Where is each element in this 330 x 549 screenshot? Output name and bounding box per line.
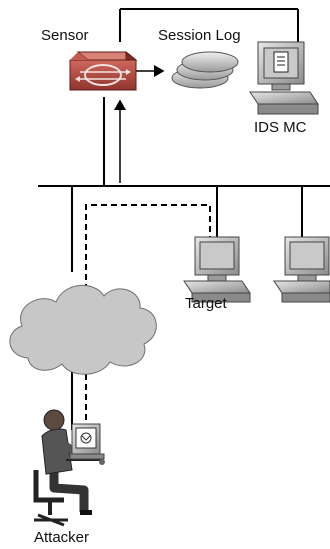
ids-mc-label: IDS MC [254, 119, 307, 136]
target-label: Target [185, 295, 227, 312]
attacker-label: Attacker [34, 529, 90, 546]
host-pc-icon[interactable] [273, 236, 330, 303]
sensor-icon[interactable] [69, 50, 138, 92]
lower-network-segment [38, 185, 330, 430]
attacker-icon[interactable] [33, 409, 105, 527]
session-log-label: Session Log [158, 27, 241, 44]
target-pc-icon[interactable] [183, 236, 251, 303]
sensor-label: Sensor [41, 27, 89, 44]
ids-mc-workstation-icon [249, 41, 319, 115]
session-log-icon [171, 51, 239, 89]
cloud-icon [9, 284, 157, 375]
upper-network-segment [119, 8, 299, 42]
